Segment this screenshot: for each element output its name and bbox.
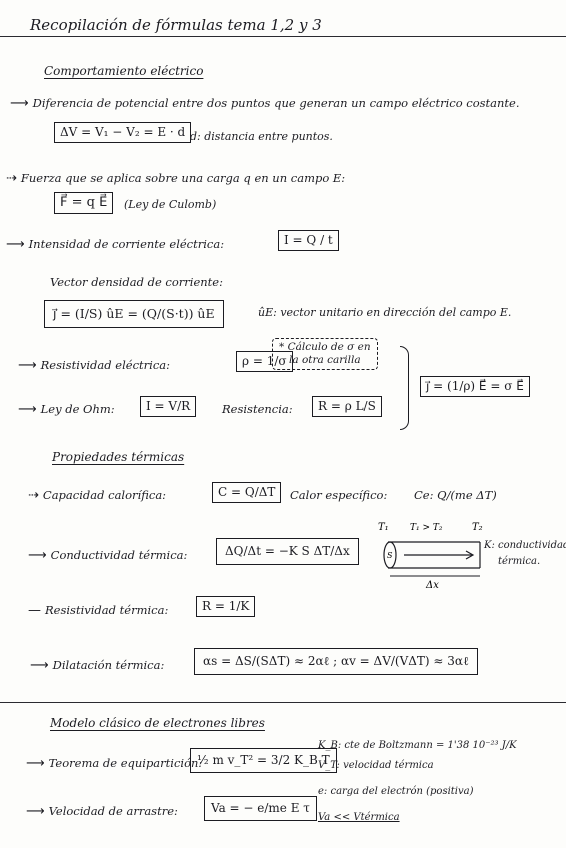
e-note: e: carga del electrón (positiva) — [318, 786, 474, 797]
diferencia-row: ⟶Diferencia de potencial entre dos punto… — [10, 96, 520, 111]
diferencia-note: d: distancia entre puntos. — [190, 130, 333, 143]
capacidad-row: ⇢Capacidad calorífica: — [28, 488, 166, 503]
section-electrico: Comportamiento eléctrico — [44, 64, 204, 78]
resistencia-label: Resistencia: — [222, 402, 293, 416]
arrow-icon: ⟶ — [26, 756, 45, 771]
vt-note: V_T: velocidad térmica — [318, 760, 434, 771]
section-modelo: Modelo clásico de electrones libres — [50, 716, 265, 730]
resistividad-formula-box: ρ = 1/σ — [236, 351, 293, 372]
page-title: Recopilación de fórmulas tema 1,2 y 3 — [30, 16, 322, 34]
diagram-t1: T₁ — [378, 522, 389, 533]
capacidad-formula-box: C = Q/ΔT — [212, 482, 282, 503]
capacidad-label: Capacidad calorífica: — [42, 488, 167, 502]
diferencia-formula-box: ΔV = V₁ − V₂ = E · d — [54, 122, 192, 143]
dilatacion-row: ⟶Dilatación térmica: — [30, 658, 164, 673]
fuerza-label: Fuerza que se aplica sobre una carga q e… — [20, 171, 346, 185]
fuerza-note: (Ley de Culomb) — [124, 198, 217, 211]
diagram-dx: Δx — [425, 580, 439, 590]
equiparticion-row: ⟶Teorema de equipartición: — [26, 756, 202, 771]
arrow-icon: ⟶ — [28, 548, 47, 563]
diagram-t-compare: T₁ > T₂ — [410, 523, 443, 533]
dilatacion-formula-box: αs = ΔS/(SΔT) ≈ 2αℓ ; αv = ΔV/(VΔT) ≈ 3α… — [194, 648, 478, 675]
diagram-t2: T₂ — [472, 522, 483, 533]
conductividad-note-line-1: K: conductividad — [484, 540, 566, 551]
resistencia-formula-box: R = ρ L/S — [312, 396, 382, 417]
equiparticion-formula-box: ½ m v_T² = 3/2 K_B T — [190, 748, 337, 773]
brace — [400, 346, 409, 430]
dilatacion-label: Dilatación térmica: — [52, 658, 165, 672]
resistividad-termica-label: Resistividad térmica: — [45, 603, 169, 617]
arrow-icon: — — [28, 603, 41, 618]
equiparticion-label: Teorema de equipartición: — [48, 756, 203, 770]
ohm-label: Ley de Ohm: — [40, 402, 115, 416]
diferencia-label: Diferencia de potencial entre dos puntos… — [32, 96, 520, 110]
conductividad-label: Conductividad térmica: — [50, 548, 188, 562]
intensidad-formula-box: I = Q / t — [278, 230, 339, 251]
arrow-icon: ⟶ — [26, 804, 45, 819]
va-note: Va << Vtérmica — [318, 812, 400, 823]
title-rule — [0, 36, 566, 37]
calor-formula: Ce: Q/(me ΔT) — [414, 488, 497, 502]
arrow-icon: ⟶ — [30, 658, 49, 673]
arrow-icon: ⇢ — [6, 171, 17, 186]
resistividad-row: ⟶Resistividad eléctrica: — [18, 358, 170, 373]
j-sigma-formula-box: j⃗ = (1/ρ) E⃗ = σ E⃗ — [420, 376, 530, 397]
diagram-s: S — [387, 551, 393, 560]
arrow-icon: ⟶ — [18, 358, 37, 373]
resistividad-termica-row: — Resistividad térmica: — [28, 603, 168, 618]
resistividad-termica-formula-box: R = 1/K — [196, 596, 256, 617]
conductividad-note-line-2: térmica. — [498, 556, 541, 567]
arrow-icon: ⇢ — [28, 488, 39, 503]
conductividad-formula-box: ΔQ/Δt = −K S ΔT/Δx — [216, 538, 359, 565]
resistividad-label: Resistividad eléctrica: — [40, 358, 170, 372]
fuerza-row: ⇢Fuerza que se aplica sobre una carga q … — [6, 171, 345, 186]
ohm-formula-box: I = V/R — [140, 396, 197, 417]
densidad-formula-box: j⃗ = (I/S) ûE = (Q/(S·t)) ûE — [44, 300, 224, 328]
conductividad-row: ⟶Conductividad térmica: — [28, 548, 187, 563]
calculo-note-box: * Cálculo de σ en la otra carilla — [272, 338, 378, 371]
arrow-icon: ⟶ — [10, 96, 29, 111]
arrastre-label: Velocidad de arrastre: — [48, 804, 178, 818]
ohm-row: ⟶Ley de Ohm: — [18, 402, 115, 417]
conduction-diagram: T₁ T₁ > T₂ T₂ S Δx — [378, 522, 483, 590]
intensidad-label: Intensidad de corriente eléctrica: — [28, 237, 225, 251]
fuerza-formula-box: F⃗ = q E⃗ — [54, 192, 114, 215]
heat-flow-arrowhead — [465, 550, 475, 560]
calculo-note-line-2: la otra carilla — [289, 354, 361, 367]
calculo-note-line-1: * Cálculo de σ en — [279, 341, 371, 353]
arrastre-row: ⟶Velocidad de arrastre: — [26, 804, 178, 819]
calor-label: Calor específico: — [290, 488, 388, 502]
kb-note: K_B: cte de Boltzmann = 1'38 10⁻²³ J/K — [318, 740, 517, 751]
arrow-icon: ⟶ — [18, 402, 37, 417]
section-rule — [0, 702, 566, 703]
arrow-icon: ⟶ — [6, 237, 25, 252]
densidad-label: Vector densidad de corriente: — [50, 275, 223, 289]
section-termico: Propiedades térmicas — [52, 450, 185, 464]
densidad-note: ûE: vector unitario en dirección del cam… — [258, 306, 512, 319]
arrastre-formula-box: Va = − e/me E τ — [204, 796, 317, 821]
bar-cross-section — [383, 541, 397, 569]
intensidad-row: ⟶Intensidad de corriente eléctrica: — [6, 237, 224, 252]
